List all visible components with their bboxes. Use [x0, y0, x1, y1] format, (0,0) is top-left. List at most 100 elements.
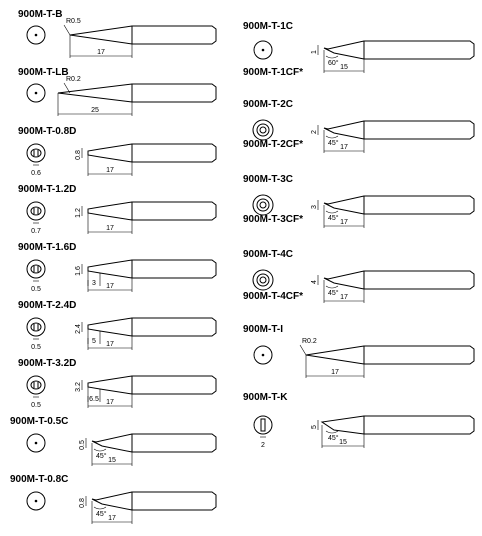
dim-width: 0.5 — [79, 440, 86, 450]
dim-angle: 45° — [96, 452, 107, 460]
dim-thickness: 0.6 — [31, 170, 41, 177]
dim-step: 3 — [92, 280, 96, 287]
dim-angle: 45° — [328, 434, 339, 442]
tip-name: 900M-T-2.4D — [18, 300, 77, 311]
dim-width: 3.2 — [75, 382, 82, 392]
dim-length: 17 — [340, 144, 348, 151]
dim-length: 17 — [340, 294, 348, 301]
tip-name: 900M-T-0.8D — [18, 126, 77, 137]
tip-side-view — [87, 259, 217, 279]
tip-name: 900M-T-4C — [243, 249, 294, 260]
tip-side-view — [323, 40, 475, 60]
dim-angle: 45° — [328, 289, 339, 297]
tip-drawing: 17 2.4 0.5 5 — [26, 317, 217, 351]
dim-thickness: 0.7 — [31, 228, 41, 235]
dim-angle: 45° — [328, 139, 339, 147]
tip-side-view — [87, 201, 217, 221]
tip-side-view — [323, 120, 475, 140]
dim-step: 5 — [92, 338, 96, 345]
tip-dimensions: 170.80.6 — [31, 148, 133, 177]
tip-drawing: 171.20.7 — [26, 201, 217, 235]
tip-alt-name: 900M-T-4CF* — [243, 291, 304, 302]
tip-side-view — [69, 25, 217, 45]
dim-thickness: 0.5 — [31, 344, 41, 351]
tip-alt-name: 900M-T-3CF* — [243, 214, 304, 225]
tip-face-view — [26, 143, 46, 163]
tip-dimensions: 17 2.4 0.5 5 — [31, 322, 133, 351]
tip-name: 900M-T-1.2D — [18, 184, 77, 195]
dim-width: 0.8 — [79, 498, 86, 508]
tip-name: 900M-T-I — [243, 324, 284, 335]
tip-side-view — [91, 491, 217, 511]
tip-dimensions: 170.845° — [79, 496, 133, 524]
tip-dimensions: 15 5 2 45° — [260, 420, 365, 449]
tip-name: 900M-T-2C — [243, 99, 294, 110]
tip-drawing: 170.80.6 — [26, 143, 217, 177]
dim-length: 17 — [106, 341, 114, 348]
tip-face-view — [26, 375, 46, 395]
tip-face-view — [26, 259, 46, 279]
dim-thickness: 2 — [261, 442, 265, 449]
tip-name: 900M-T-B — [18, 9, 63, 20]
dim-length: 17 — [340, 219, 348, 226]
tip-name: 900M-T-K — [243, 392, 288, 403]
dim-step: 6.5 — [89, 396, 99, 403]
dim-angle: 45° — [96, 510, 107, 518]
dim-width: 3 — [311, 205, 318, 209]
tip-face-view — [252, 269, 274, 291]
tip-drawing: 171.60.53 — [26, 259, 217, 293]
tip-name: 900M-T-LB — [18, 67, 69, 78]
tip-name: 900M-T-3.2D — [18, 358, 77, 369]
dim-length: 17 — [97, 49, 105, 56]
tip-face-view — [253, 415, 273, 435]
tip-alt-name: 900M-T-1CF* — [243, 67, 304, 78]
tip-face-view — [253, 345, 273, 365]
tip-side-view — [57, 83, 217, 103]
tip-alt-name: 900M-T-2CF* — [243, 139, 304, 150]
tip-drawing: 150.545° — [26, 433, 217, 466]
tip-face-view — [252, 194, 274, 216]
tip-face-view — [26, 83, 46, 103]
tip-dimensions: 150.545° — [79, 438, 133, 466]
tip-face-view — [26, 433, 46, 453]
tip-name: 900M-T-1.6D — [18, 242, 77, 253]
tip-side-view — [323, 270, 475, 290]
dim-length: 15 — [339, 439, 347, 446]
tip-name: 900M-T-3C — [243, 174, 294, 185]
tip-side-view — [305, 345, 475, 365]
tip-side-view — [87, 375, 217, 395]
dim-width: 2.4 — [75, 324, 82, 334]
tip-drawing: 170.845° — [26, 491, 217, 524]
dim-thickness: 0.5 — [31, 286, 41, 293]
dim-radius: R0.2 — [66, 76, 81, 83]
dim-width: 5 — [311, 425, 318, 429]
dim-length: 17 — [106, 399, 114, 406]
dim-length: 17 — [106, 283, 114, 290]
tip-face-view — [253, 40, 273, 60]
tip-face-view — [26, 201, 46, 221]
tip-name: 900M-T-0.8C — [10, 474, 69, 485]
tip-face-view — [26, 317, 46, 337]
tip-face-view — [26, 491, 46, 511]
tip-face-view — [26, 25, 46, 45]
dim-length: 17 — [106, 167, 114, 174]
dim-width: 1 — [311, 50, 318, 54]
dim-length: 15 — [340, 64, 348, 71]
dim-length: 17 — [106, 225, 114, 232]
tip-side-view — [323, 195, 475, 215]
tip-drawing: 15 5 2 45° — [253, 415, 475, 449]
tip-side-view — [87, 143, 217, 163]
